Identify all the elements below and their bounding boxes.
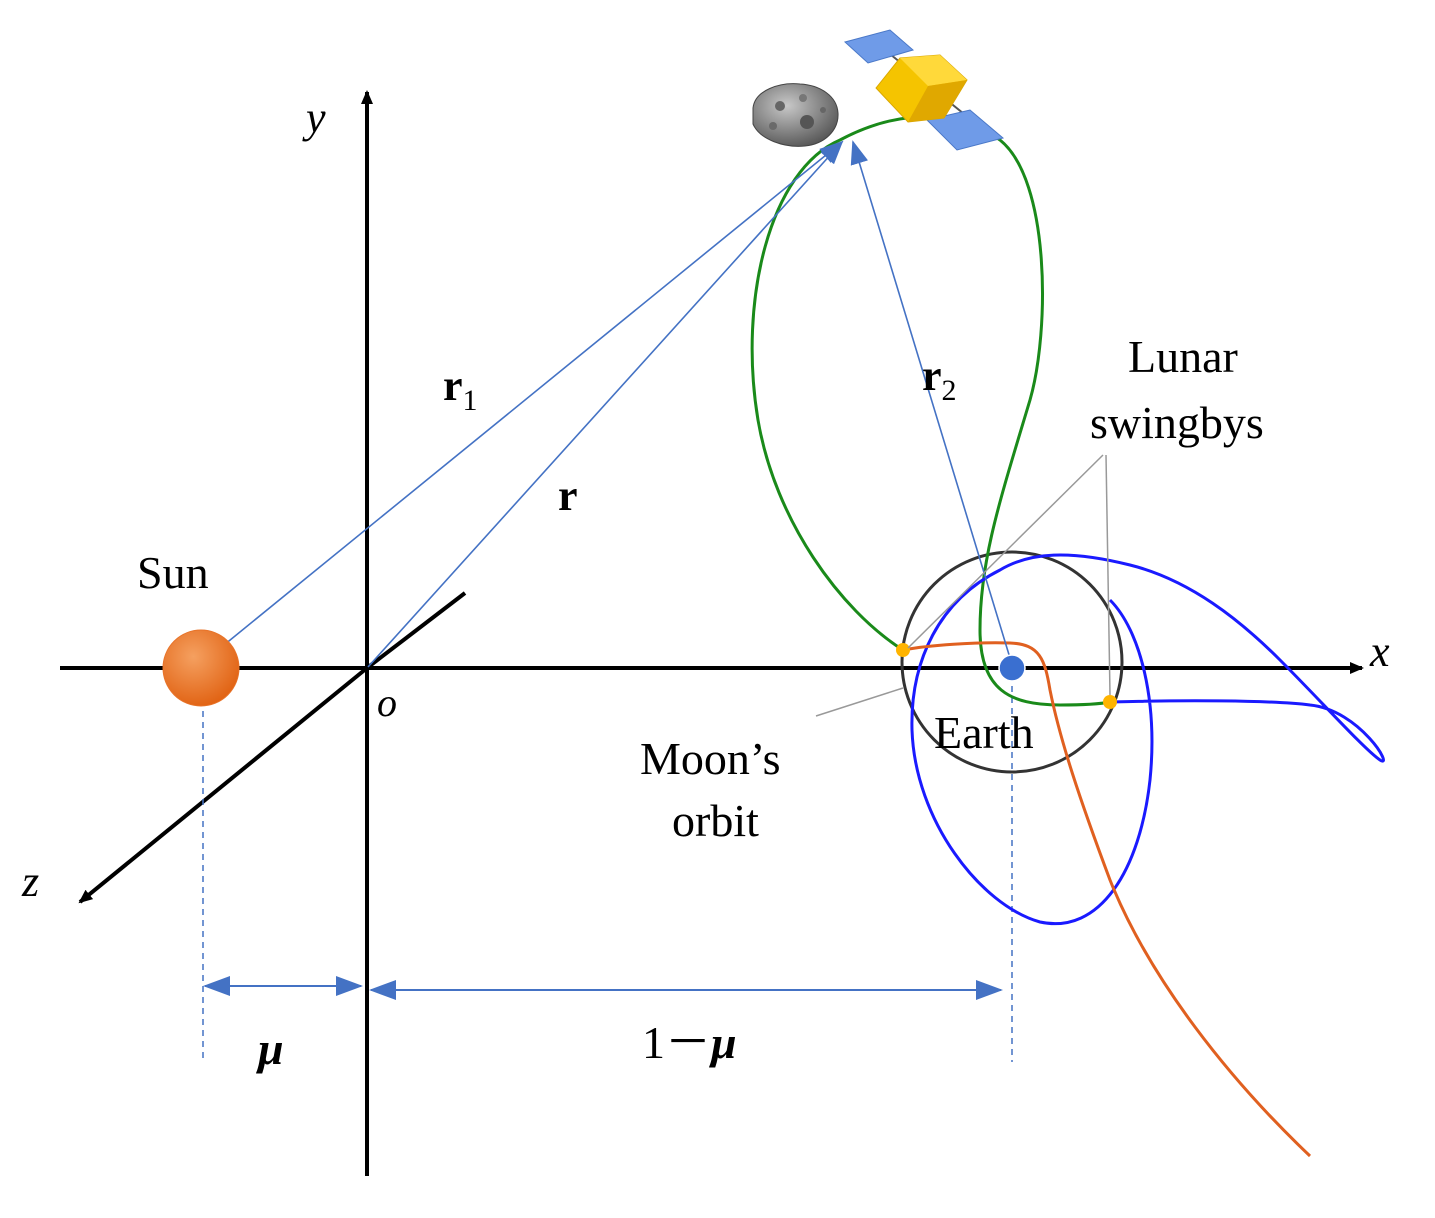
earth-label: Earth xyxy=(934,707,1034,758)
vector-r-label: r xyxy=(558,471,578,520)
one-minus-mu-label: 1－μ xyxy=(642,1017,737,1068)
satellite-icon xyxy=(843,29,1005,151)
vector-r2-label: r2 xyxy=(922,351,957,407)
origin-label: o xyxy=(377,680,397,725)
orange-trajectory xyxy=(902,641,1312,1158)
z-axis-back xyxy=(365,591,467,670)
one-minus-mu-arrow-right xyxy=(976,980,1003,1000)
leader-swingby-1 xyxy=(907,454,1104,649)
blue-trajectory xyxy=(910,553,1385,926)
sun-icon xyxy=(162,629,240,707)
z-axis xyxy=(78,666,369,904)
vector-r2 xyxy=(850,140,1011,659)
vector-r1-label: r1 xyxy=(443,361,478,417)
dimension-mu: μ xyxy=(203,976,363,1074)
y-axis-label: y xyxy=(302,93,326,142)
swingby-point-1 xyxy=(896,643,910,657)
dimension-one-minus-mu: 1－μ xyxy=(369,980,1003,1068)
vector-r1 xyxy=(223,140,844,646)
mu-arrow-right xyxy=(336,976,363,996)
leader-lines xyxy=(815,454,1111,717)
lunar-swingbys-label-line2: swingbys xyxy=(1090,397,1264,448)
leader-swingby-2 xyxy=(1105,454,1111,696)
one-minus-mu-arrow-left xyxy=(369,980,396,1000)
mu-arrow-left xyxy=(203,976,230,996)
green-trajectory xyxy=(750,115,1111,707)
x-axis-label: x xyxy=(1369,627,1390,676)
sun-label: Sun xyxy=(137,547,209,598)
dashed-guides xyxy=(202,686,1013,1062)
vector-r xyxy=(367,140,844,668)
leader-moon-orbit xyxy=(815,687,904,717)
position-vectors xyxy=(223,140,1011,668)
z-axis-label: z xyxy=(21,857,39,906)
earth-icon xyxy=(998,654,1026,682)
moon-orbit-circle xyxy=(900,550,1124,774)
moon-orbit-label-line1: Moon’s xyxy=(640,733,781,784)
swingby-point-2 xyxy=(1103,695,1117,709)
moon-orbit-label-line2: orbit xyxy=(672,795,759,846)
lunar-swingbys-label-line1: Lunar xyxy=(1128,331,1238,382)
asteroid-icon xyxy=(752,83,839,147)
mu-label: μ xyxy=(256,1023,284,1074)
